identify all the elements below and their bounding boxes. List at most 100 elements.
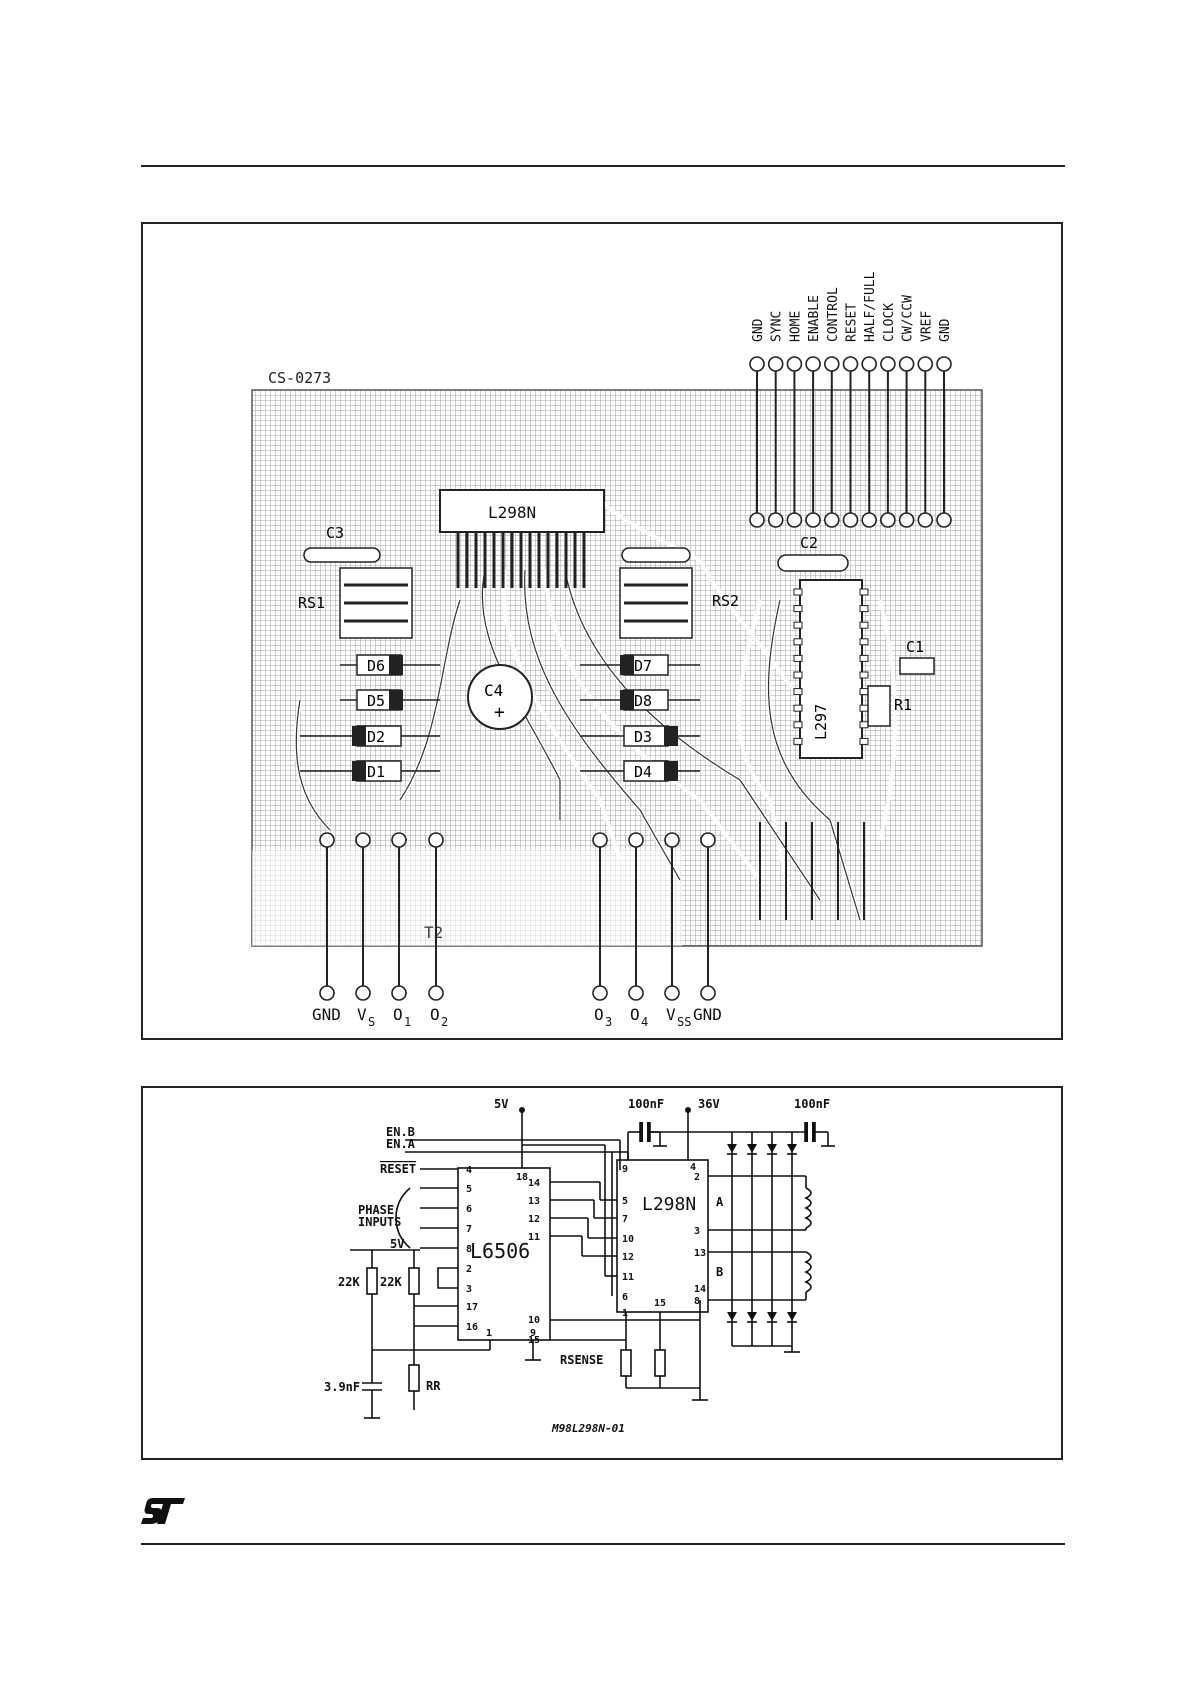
l6506-pin-4: 4 bbox=[466, 1165, 472, 1176]
bottom-pin-sub-left-3: 2 bbox=[441, 1015, 448, 1029]
label-reset: RESET bbox=[380, 1162, 416, 1176]
label-cap1: 100nF bbox=[628, 1097, 664, 1111]
bottom-pin-sub-right-0: 3 bbox=[605, 1015, 612, 1029]
l298n-pin-left-1: 1 bbox=[622, 1308, 628, 1319]
label-phase: PHASE bbox=[358, 1203, 394, 1217]
bottom-pin-right-2: V bbox=[666, 1005, 676, 1024]
l298n-pin-left-5: 5 bbox=[622, 1196, 628, 1207]
l298n-box bbox=[616, 1159, 709, 1313]
top-pin-label-5: RESET bbox=[845, 303, 860, 342]
l298n-pin-right-14: 14 bbox=[694, 1284, 706, 1295]
l298n-leads bbox=[456, 532, 586, 588]
label-en-b: EN.B bbox=[386, 1125, 415, 1139]
c2-label: C2 bbox=[800, 534, 818, 552]
label-5v: 5V bbox=[494, 1097, 508, 1111]
label-22k-2: 22K bbox=[380, 1275, 402, 1289]
l6506-pin-right-15: 15 bbox=[528, 1335, 540, 1346]
l6506-label: L6506 bbox=[470, 1239, 530, 1263]
label-en-a: EN.A bbox=[386, 1137, 416, 1151]
label-22k-1: 22K bbox=[338, 1275, 360, 1289]
c1-label: C1 bbox=[906, 638, 924, 656]
diode-left-3: D1 bbox=[367, 763, 385, 781]
bottom-pin-sub-left-1: S bbox=[368, 1015, 375, 1029]
st-logo bbox=[141, 1498, 185, 1524]
c3-label: C3 bbox=[326, 524, 344, 542]
label-inputs: INPUTS bbox=[358, 1215, 401, 1229]
bottom-pin-right-1: O bbox=[630, 1005, 640, 1024]
c4-label: C4 bbox=[484, 681, 503, 700]
bottom-pin-left-3: O bbox=[430, 1005, 440, 1024]
top-pins bbox=[749, 356, 952, 528]
c4-capacitor bbox=[467, 664, 533, 730]
l297-package bbox=[799, 579, 863, 759]
l298n-pin-right-3: 3 bbox=[694, 1226, 700, 1237]
l6506-pin-16: 16 bbox=[466, 1322, 478, 1333]
top-pin-label-2: HOME bbox=[788, 311, 803, 342]
l6506-pin-6: 6 bbox=[466, 1204, 472, 1215]
top-pin-label-7: CLOCK bbox=[882, 303, 897, 342]
top-pin-label-10: GND bbox=[938, 318, 953, 342]
l6506-pin-right-11: 11 bbox=[528, 1232, 540, 1243]
l298n-pin-left-10: 10 bbox=[622, 1234, 634, 1245]
l6506-pin-3: 3 bbox=[466, 1284, 472, 1295]
l298n-package bbox=[439, 489, 605, 533]
top-pin-label-9: VREF bbox=[919, 311, 934, 342]
l6506-pin-17: 17 bbox=[466, 1302, 478, 1313]
l298n-schematic-label: L298N bbox=[642, 1194, 696, 1215]
rs1-label: RS1 bbox=[298, 594, 325, 612]
bottom-pin-sub-right-2: SS bbox=[677, 1015, 691, 1029]
label-winding-b: B bbox=[716, 1265, 723, 1279]
bottom-pin-sub-right-1: 4 bbox=[641, 1015, 648, 1029]
l298n-pin-left-6: 6 bbox=[622, 1292, 628, 1303]
label-36v: 36V bbox=[698, 1097, 720, 1111]
c3-capacitor bbox=[303, 547, 381, 563]
top-pin-label-4: CONTROL bbox=[826, 287, 841, 342]
label-cap2: 100nF bbox=[794, 1097, 830, 1111]
rs1-resistor bbox=[339, 567, 413, 639]
l6506-pin-bottom-1: 1 bbox=[486, 1328, 492, 1339]
l6506-pin-right-12: 12 bbox=[528, 1214, 540, 1225]
bottom-pin-left-1: V bbox=[357, 1005, 367, 1024]
bottom-pin-right-3: GND bbox=[693, 1005, 722, 1024]
l298n-pin-bottom: 15 bbox=[654, 1298, 666, 1309]
bottom-pin-sub-left-2: 1 bbox=[404, 1015, 411, 1029]
top-pin-label-6: HALF/FULL bbox=[863, 271, 878, 342]
l6506-pin-right-13: 13 bbox=[528, 1196, 540, 1207]
rs2-label: RS2 bbox=[712, 592, 739, 610]
l298n-pin-left-11: 11 bbox=[622, 1272, 634, 1283]
c4-polarity: + bbox=[494, 702, 505, 723]
pcb-layout-frame bbox=[141, 222, 1063, 1040]
label-rsense: RSENSE bbox=[560, 1353, 603, 1367]
l298n-pin-right-13: 13 bbox=[694, 1248, 706, 1259]
l6506-pin-right-10: 10 bbox=[528, 1315, 540, 1326]
diode-right-1: D8 bbox=[634, 692, 652, 710]
bottom-pin-right-0: O bbox=[594, 1005, 604, 1024]
rs2-resistor bbox=[619, 567, 693, 639]
r1-resistor bbox=[867, 685, 891, 727]
l297-label: L297 bbox=[812, 704, 830, 740]
label-3-9nf: 3.9nF bbox=[324, 1380, 360, 1394]
top-pin-label-1: SYNC bbox=[770, 311, 785, 342]
label-rr: RR bbox=[426, 1379, 441, 1393]
diode-right-3: D4 bbox=[634, 763, 652, 781]
l297-pins bbox=[793, 588, 869, 745]
l6506-pin-top: 18 bbox=[516, 1172, 528, 1183]
label-5v-bias: 5V bbox=[390, 1237, 404, 1251]
l298n-pin-left-7: 7 bbox=[622, 1214, 628, 1225]
right-leads bbox=[759, 822, 865, 920]
l6506-pin-2: 2 bbox=[466, 1264, 472, 1275]
diode-left-0: D6 bbox=[367, 657, 385, 675]
top-rule bbox=[141, 165, 1065, 167]
board-bottom-text: T2 bbox=[424, 923, 443, 942]
label-winding-a: A bbox=[716, 1195, 724, 1209]
schematic-frame bbox=[141, 1086, 1063, 1460]
board-id: CS-0273 bbox=[268, 369, 331, 387]
figure-code: M98L298N-01 bbox=[551, 1422, 625, 1435]
l6506-box bbox=[457, 1167, 551, 1341]
l298n-pin-left-12: 12 bbox=[622, 1252, 634, 1263]
diode-left-2: D2 bbox=[367, 728, 385, 746]
l298n-pin-right-8: 8 bbox=[694, 1296, 700, 1307]
